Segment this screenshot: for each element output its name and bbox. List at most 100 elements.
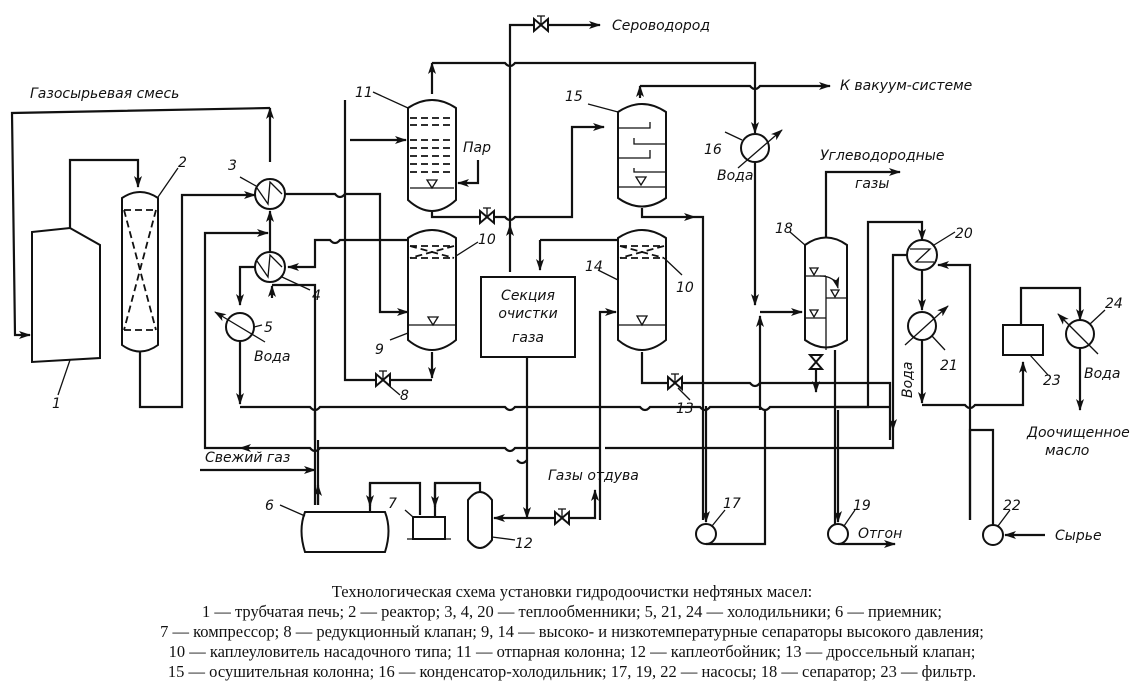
caption-title: Технологическая схема установки гидродоо…	[331, 582, 813, 601]
hx4-to-cooler-5	[236, 265, 255, 306]
feed-to-hx20	[937, 261, 972, 520]
number-8: 8	[400, 388, 409, 404]
label-water-16: Вода	[717, 168, 753, 184]
label-refined-oil-1: Доочищенное	[1026, 425, 1130, 441]
steam-inlet	[457, 160, 480, 187]
receiver-6	[279, 504, 390, 553]
column-11-bottoms-to-15	[430, 127, 604, 222]
separator-18-drain-valves	[807, 354, 825, 393]
pump-17	[695, 509, 726, 545]
number-16: 16	[704, 142, 722, 158]
line-to-hx20	[835, 220, 926, 409]
header-line-upper	[240, 405, 890, 412]
recycle-gas-to-hx3	[203, 229, 269, 410]
pump-19	[827, 509, 856, 545]
cold-separator-14	[597, 229, 683, 351]
number-1: 1	[52, 396, 61, 412]
purge-gases-line	[569, 489, 599, 520]
number-20: 20	[955, 226, 973, 242]
header-line-lower	[255, 446, 600, 453]
column-15-bottoms	[640, 208, 696, 221]
pump-22	[982, 509, 1011, 546]
number-18: 18	[775, 221, 793, 237]
gas-feed-mix-line	[10, 106, 271, 339]
number-5: 5	[264, 320, 273, 336]
knockout-drum-12	[467, 491, 516, 549]
caption-line-1: 1 — трубчатая печь; 2 — реактор; 3, 4, 2…	[202, 602, 942, 621]
caption-line-3: 10 — каплеуловитель насадочного типа; 11…	[168, 642, 976, 661]
number-2: 2	[178, 155, 187, 171]
line-to-filter-23	[922, 361, 1027, 410]
stripping-column-11	[372, 91, 457, 212]
number-10-left: 10	[478, 232, 496, 248]
number-17: 17	[723, 496, 741, 512]
label-gas-cleaning-3: газа	[512, 330, 544, 346]
label-hydrocarbon-gases-2: газы	[855, 176, 889, 192]
number-23: 23	[1043, 373, 1061, 389]
label-fresh-gas: Свежий газ	[205, 450, 290, 466]
furnace-to-reactor-line	[68, 158, 142, 228]
number-4: 4	[312, 288, 321, 304]
number-9: 9	[375, 342, 384, 358]
number-10-right: 10	[676, 280, 694, 296]
reducing-valve-8	[375, 370, 401, 396]
label-steam: Пар	[463, 140, 491, 156]
number-22: 22	[1003, 498, 1021, 514]
filter-23	[1002, 324, 1049, 376]
separator-9-to-valve-8	[343, 100, 432, 382]
drying-column-15	[587, 103, 667, 208]
number-24: 24	[1105, 296, 1123, 312]
feed-to-separator-14	[598, 308, 617, 520]
separator-18	[789, 231, 848, 350]
hx3-to-separator-9	[285, 192, 409, 316]
header-line-middle-right	[605, 430, 895, 450]
hx20-to-header	[889, 253, 907, 431]
reactor-outlet-to-hx3	[138, 191, 256, 409]
filter-to-cooler-24	[1019, 286, 1084, 325]
pump-17-discharge	[706, 410, 767, 546]
cooler-21	[904, 305, 949, 351]
label-water-21: Вода	[900, 362, 916, 398]
left-loop	[203, 410, 240, 450]
valve-column-11-bottoms	[479, 207, 495, 226]
hot-separator-9	[389, 229, 479, 351]
number-7: 7	[388, 496, 397, 512]
number-12: 12	[515, 536, 533, 552]
condenser-cooler-16	[724, 129, 783, 169]
label-distillate: Отгон	[858, 526, 902, 542]
valve-purge-gases	[554, 508, 570, 527]
label-gas-cleaning-1: Секция	[501, 288, 555, 304]
figure-caption: Технологическая схема установки гидродоо…	[0, 582, 1144, 682]
hydrogen-sulfide-line	[508, 25, 600, 225]
number-21: 21	[940, 358, 958, 374]
line-to-hx4-bottom	[272, 283, 317, 440]
caption-line-4: 15 — осушительная колонна; 16 — конденса…	[167, 662, 977, 681]
reactor-2	[121, 167, 179, 353]
cooler-5	[214, 311, 266, 343]
label-to-vacuum: К вакуум-системе	[840, 78, 972, 94]
label-gas-feed-mix: Газосырьевая смесь	[30, 86, 179, 102]
number-13: 13	[676, 401, 694, 417]
label-water-24: Вода	[1084, 366, 1120, 382]
pump-22-discharge	[968, 428, 995, 525]
label-hydrogen-sulfide: Сероводород	[612, 18, 710, 34]
number-15: 15	[565, 89, 583, 105]
valve-hydrogen-sulfide	[533, 15, 549, 34]
process-flow-diagram: Газосырьевая смесь Сероводород К вакуум-…	[10, 0, 1130, 553]
overhead-to-condenser-16	[432, 61, 759, 134]
throttle-valve-13	[667, 373, 691, 401]
to-vacuum-line	[640, 82, 831, 91]
cooler-24	[1057, 309, 1106, 355]
label-water-5: Вода	[254, 349, 290, 365]
number-11: 11	[355, 85, 373, 101]
number-3: 3	[228, 158, 237, 174]
caption-line-2: 7 — компрессор; 8 — редукционный клапан;…	[160, 622, 984, 641]
number-6: 6	[265, 498, 274, 514]
label-hydrocarbon-gases-1: Углеводородные	[820, 148, 944, 164]
tube-furnace-1	[31, 226, 101, 396]
compressor-7	[404, 509, 451, 540]
label-feed: Сырье	[1055, 528, 1102, 544]
separator-9-gas-to-hx4	[287, 238, 408, 271]
label-refined-oil-2: масло	[1045, 443, 1089, 459]
label-purge-gases: Газы отдува	[548, 468, 639, 484]
